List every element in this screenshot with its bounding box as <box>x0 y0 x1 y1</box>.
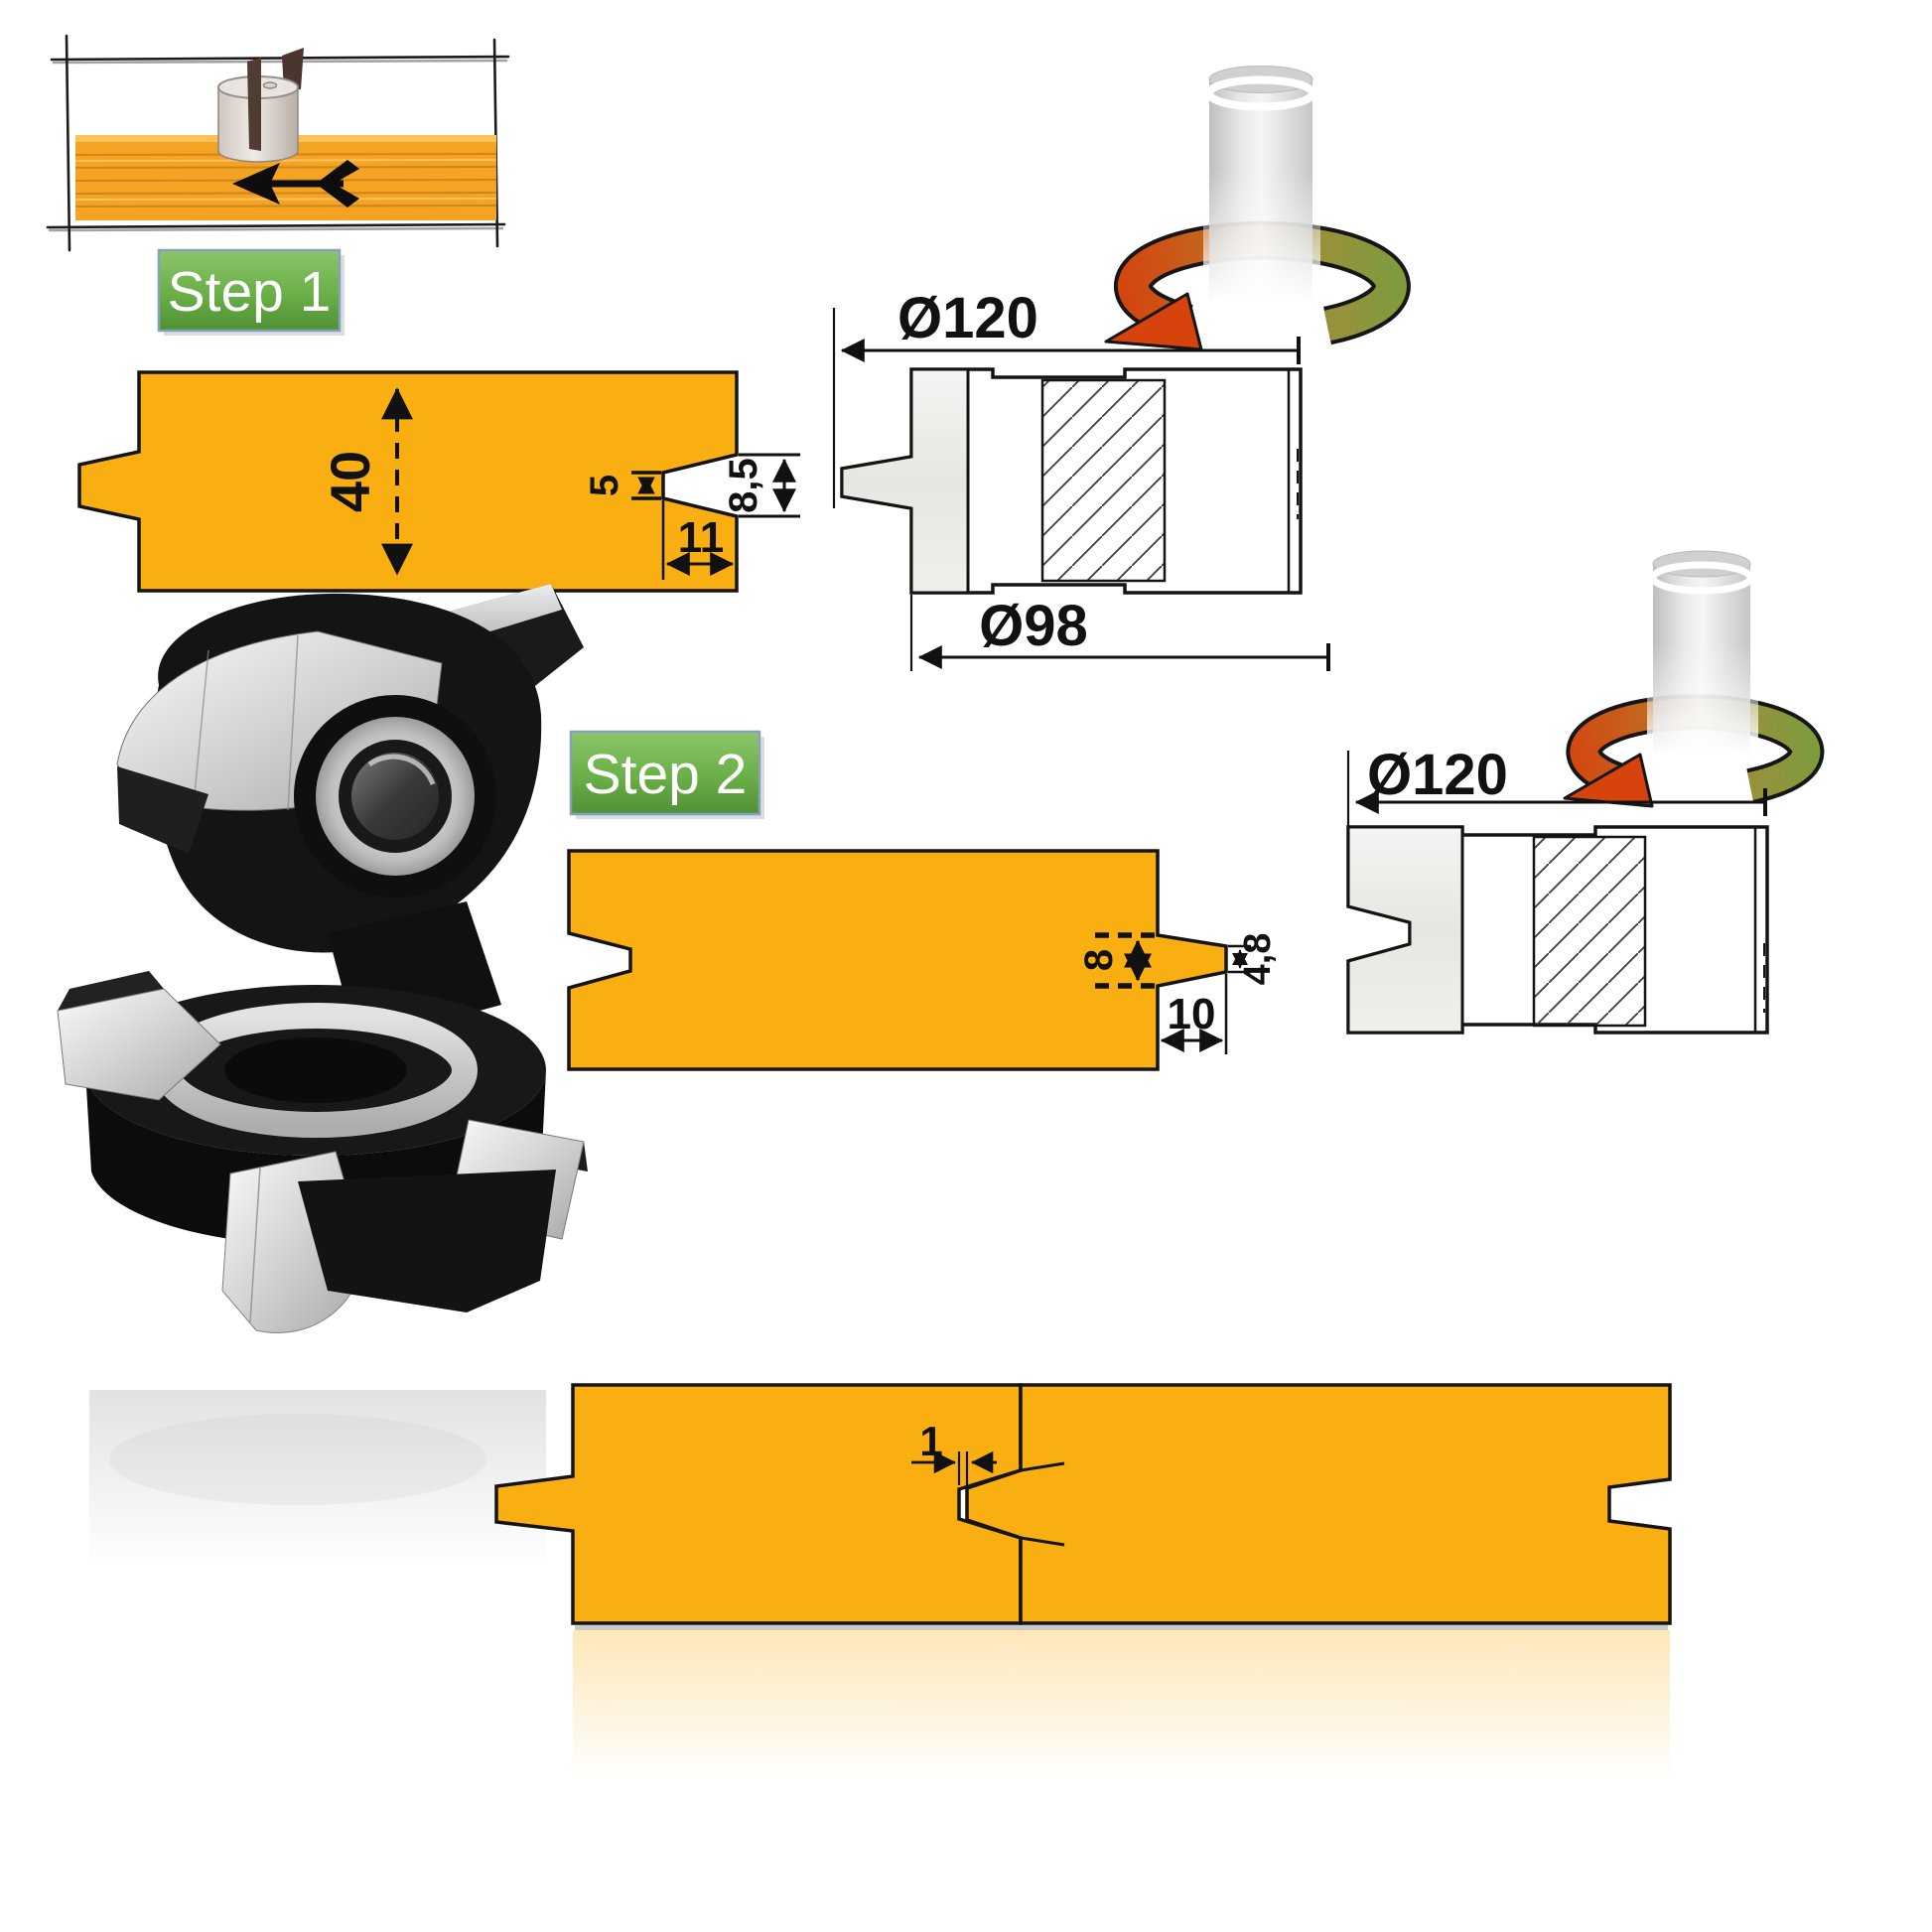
step1-label: Step 1 <box>157 248 345 336</box>
step2-spindle <box>1563 550 1825 808</box>
dim-joint-gap-text: 1 <box>919 1418 942 1464</box>
dim-groove-mouth: 8,5 <box>722 453 800 518</box>
dim-board-thickness: 40 <box>319 387 413 576</box>
step2-label-text: Step 2 <box>584 743 748 806</box>
step1-cutter-hub-section <box>1040 378 1167 583</box>
step1-cutter-knife <box>840 367 970 595</box>
dim-tongue-root-text: 8 <box>1077 949 1121 971</box>
step2-cutter-drawing: Ø120 <box>1346 550 1825 1035</box>
step2-label: Step 2 <box>569 730 764 819</box>
step1-label-text: Step 1 <box>168 260 332 324</box>
cutter-photo <box>57 584 588 1569</box>
dim-tongue-length-text: 10 <box>1168 990 1216 1038</box>
dim-groove-mouth-text: 8,5 <box>722 458 765 513</box>
assembly-reflection <box>573 1630 1670 1779</box>
dim-groove-depth-text: 11 <box>678 513 725 562</box>
step1-cutter-drawing: Ø120 Ø98 <box>832 66 1411 671</box>
step2-board-profile: 8 4,8 10 <box>567 849 1279 1071</box>
dim-tongue-root: 8 <box>1077 932 1156 989</box>
dim-cutting-diameter-1: Ø120 <box>832 286 1301 508</box>
feed-arrow-icon <box>232 160 359 207</box>
dim-d120-2-text: Ø120 <box>1367 743 1508 807</box>
rotation-arrowhead-icon <box>1104 292 1203 351</box>
step2-board-shape <box>567 849 1228 1071</box>
assembly-joined-boards: 1 <box>494 1383 1672 1779</box>
cutter-photo-reflection <box>89 1390 546 1569</box>
dim-body-diameter: Ø98 <box>909 594 1330 671</box>
dim-tongue-tip-text: 4,8 <box>1237 933 1279 986</box>
dim-groove-depth: 11 <box>661 500 735 580</box>
dim-d98-text: Ø98 <box>979 594 1088 658</box>
dim-cutting-diameter-2: Ø120 <box>1346 743 1767 834</box>
dim-tongue-length: 10 <box>1160 974 1228 1054</box>
dim-groove-root: 5 <box>583 471 661 500</box>
dim-d120-1-text: Ø120 <box>897 286 1038 350</box>
step1-spindle <box>1104 66 1411 351</box>
feed-direction-sketch <box>46 34 510 252</box>
dim-tongue-tip: 4,8 <box>1228 933 1279 986</box>
dim-thickness-text: 40 <box>319 451 381 512</box>
sketch-frame <box>46 34 510 252</box>
sketch-cutter-icon <box>217 48 304 163</box>
step2-cutter-knife <box>1346 825 1464 1035</box>
dim-groove-root-text: 5 <box>583 475 626 496</box>
step1-board-shape <box>77 370 739 593</box>
step1-board-profile: 40 5 11 8,5 <box>77 370 800 593</box>
dim-joint-gap: 1 <box>911 1418 997 1485</box>
assembly-right-board <box>965 1383 1672 1625</box>
step2-cutter-hub-section <box>1532 835 1647 1028</box>
